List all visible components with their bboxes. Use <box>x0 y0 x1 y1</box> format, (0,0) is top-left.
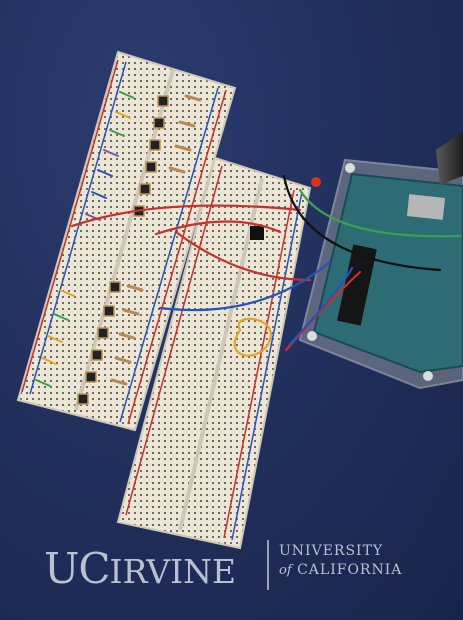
uc-irvine-logo: UCIRVINE <box>44 548 236 590</box>
right-breadboard <box>116 156 312 550</box>
logo-divider <box>267 540 269 590</box>
red-led <box>311 177 321 187</box>
jumper-wires-left <box>35 91 135 387</box>
ic-chip <box>250 226 264 240</box>
logo-california-text: CALIFORNIA <box>297 561 403 578</box>
jumper-wires-long <box>70 174 462 357</box>
university-wordmark: UNIVERSITY of CALIFORNIA <box>279 542 402 580</box>
logo-university-text: UNIVERSITY <box>279 543 384 559</box>
resistors <box>110 94 202 386</box>
arduino-board <box>298 132 463 390</box>
logo-irvine-text: IRVINE <box>109 552 237 591</box>
logo-uc-text: UC <box>44 544 111 593</box>
logo-of-text: of <box>279 562 292 578</box>
